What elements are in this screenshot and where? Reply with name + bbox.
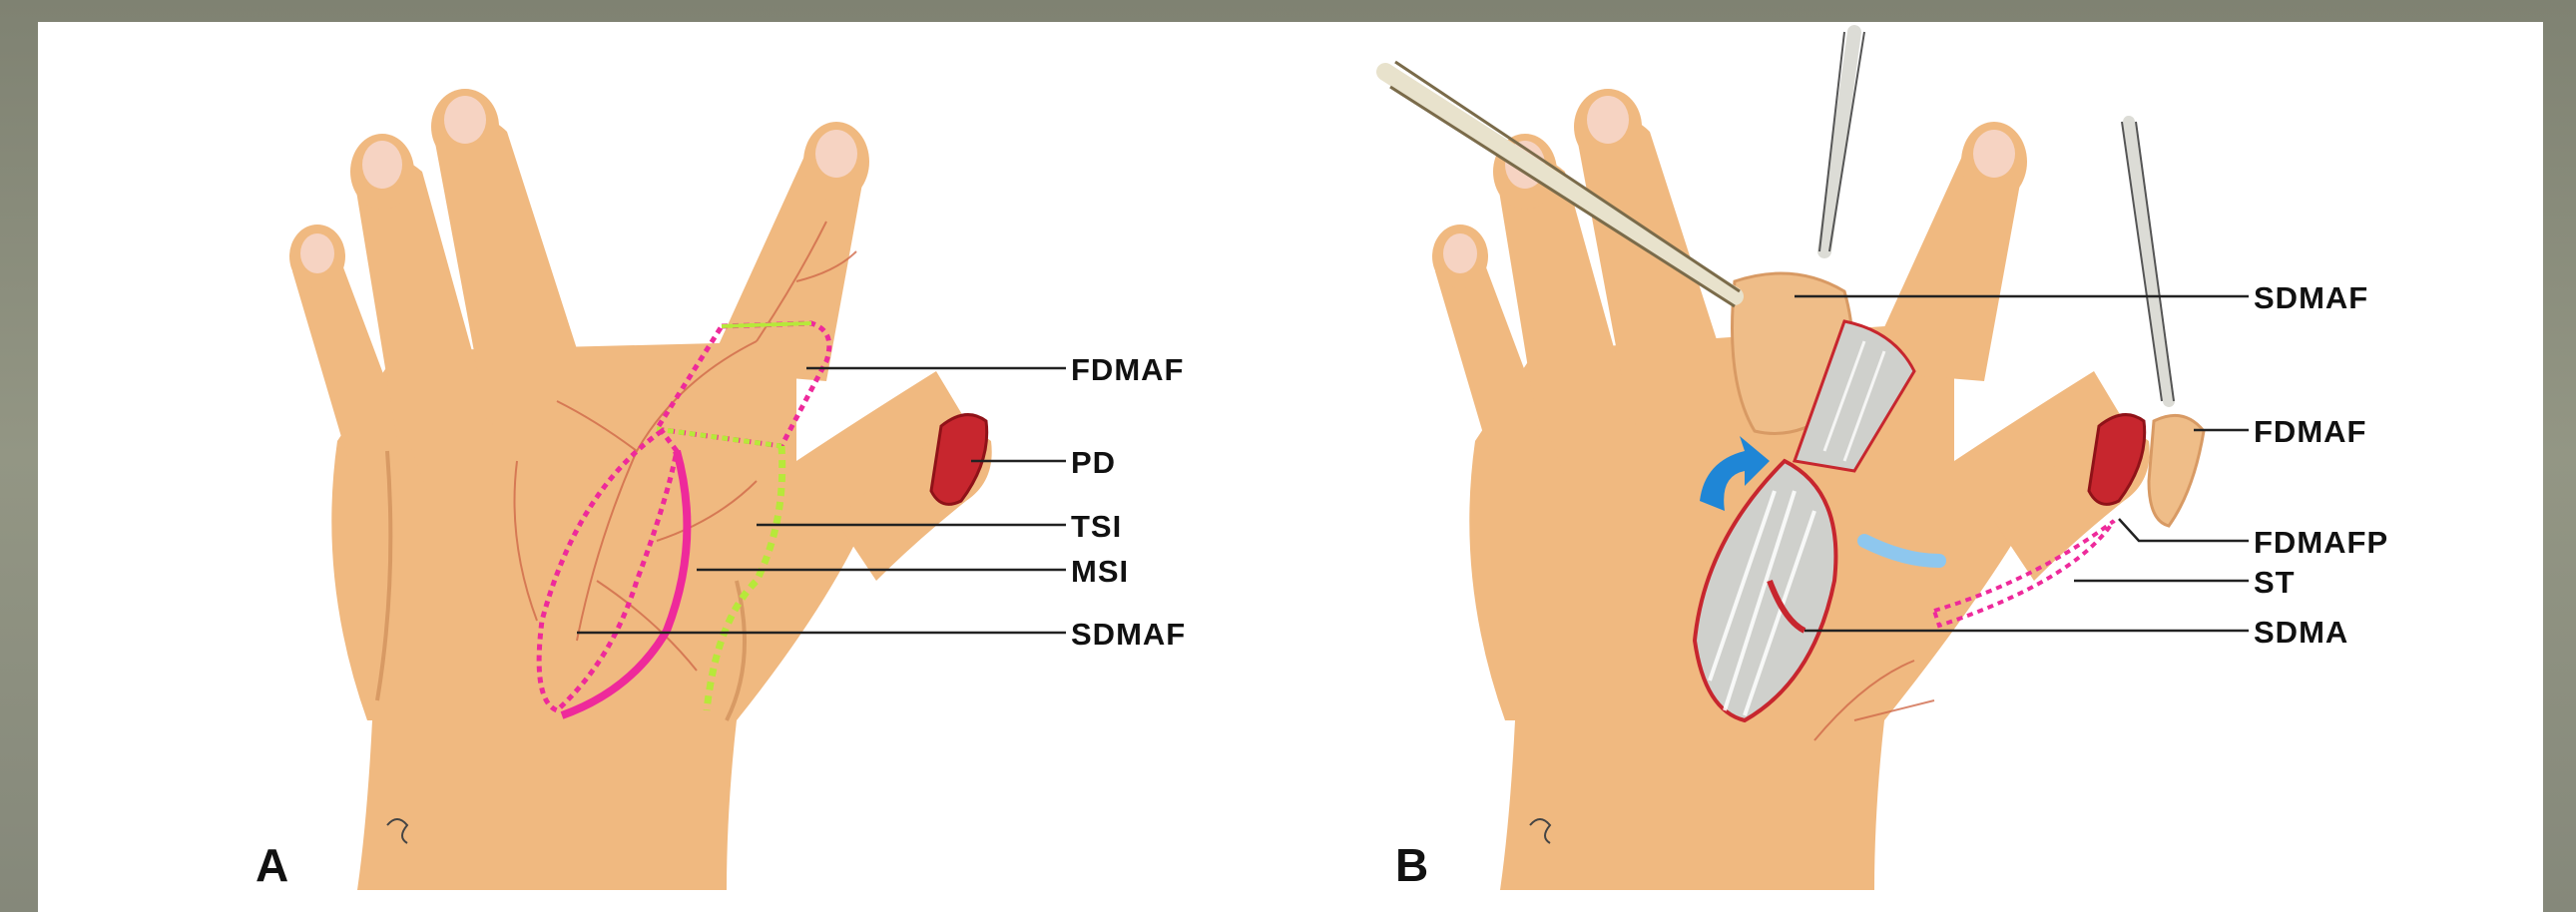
hand-b-fdmaf-flap [2149,415,2204,526]
hand-b-wrist [1500,720,1884,890]
hand-a-thumb-defect [931,415,987,505]
panel-letter-b: B [1395,838,1428,892]
figure-panel: FDMAF PD TSI MSI SDMAF SDMAF FDMAF FDMAF… [38,22,2543,912]
label-pd: PD [1071,445,1116,481]
panel-letter-a: A [256,838,288,892]
label-fdmaf-b: FDMAF [2254,414,2366,450]
label-sdmaf-a: SDMAF [1071,617,1186,653]
hand-a-illustration [289,89,992,890]
forceps-top-icon [1819,32,1864,251]
hand-b-illustration [1385,32,2204,890]
label-sdmaf-b: SDMAF [2254,280,2368,316]
label-st: ST [2254,565,2296,601]
hand-illustrations [38,22,2543,912]
label-tsi: TSI [1071,509,1122,545]
label-sdma: SDMA [2254,615,2348,651]
hand-a-wrist [357,720,737,890]
forceps-right-icon [2122,122,2174,401]
label-msi: MSI [1071,554,1129,590]
label-fdmafp: FDMAFP [2254,525,2388,561]
label-fdmaf-a: FDMAF [1071,352,1184,388]
